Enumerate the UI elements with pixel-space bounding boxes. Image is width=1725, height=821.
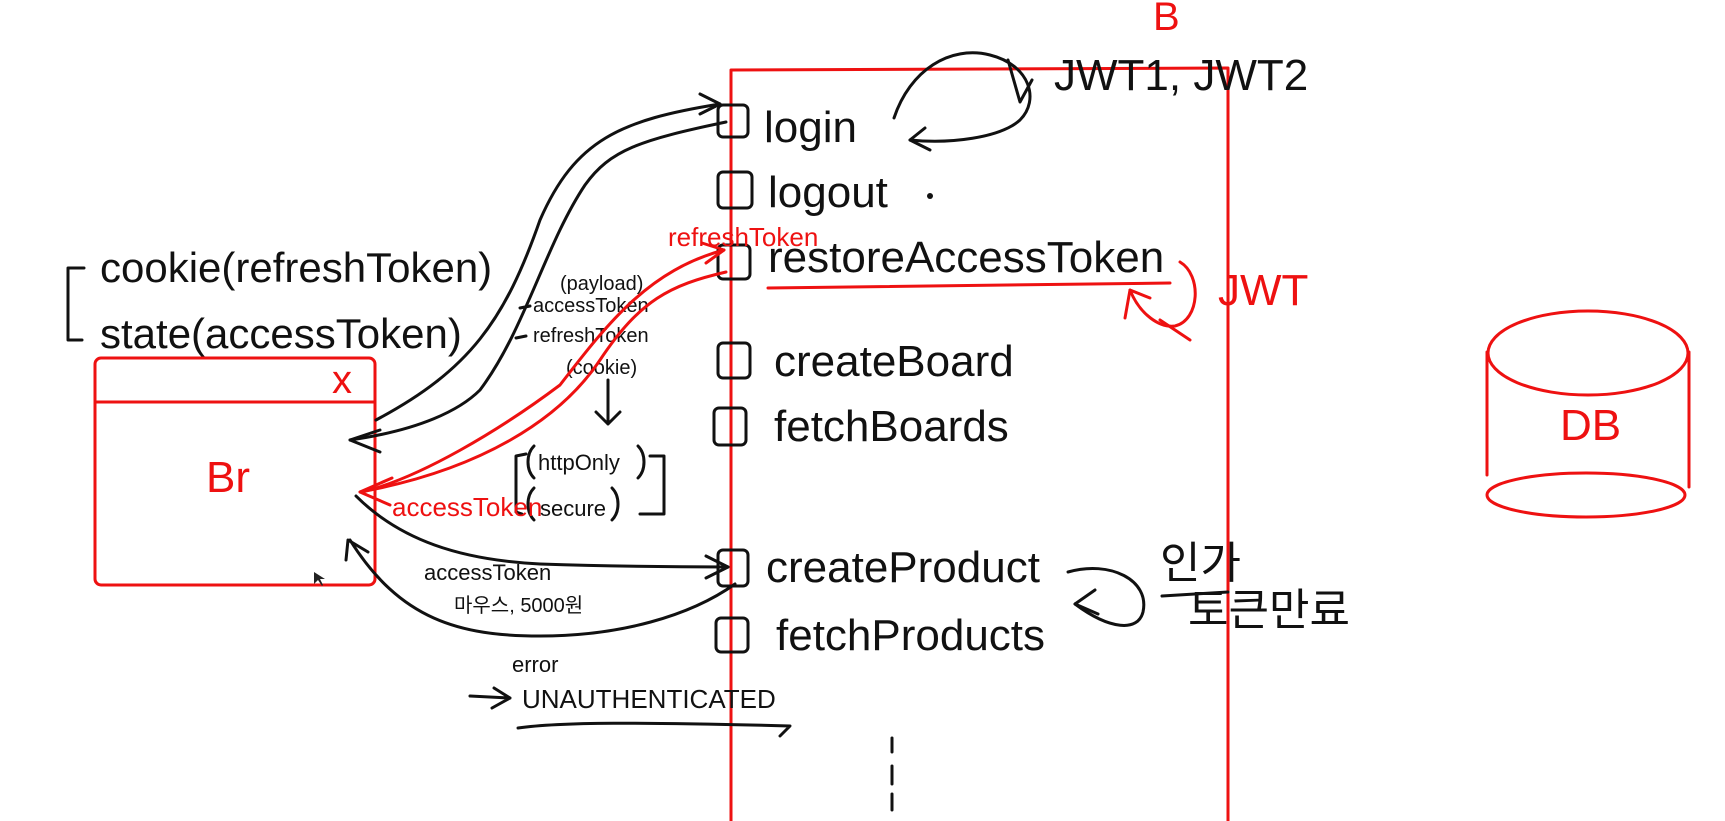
api-item-login: login [764, 103, 857, 152]
red-refresh-token-label: refreshToken [668, 222, 818, 252]
login-response-arrow [348, 120, 728, 442]
error-underline [516, 721, 792, 738]
create-product-request-head [704, 554, 730, 580]
restore-loop-arrow [1128, 260, 1197, 328]
payload-dash-1 [518, 304, 532, 310]
fetch-products-checkbox[interactable] [714, 616, 750, 654]
restore-request-arrow [360, 248, 726, 494]
browser-window [93, 356, 377, 587]
jwt-label: JWT [1218, 266, 1308, 315]
login-checkbox[interactable] [716, 103, 750, 139]
payload-access-token: accessToken [533, 295, 649, 317]
browser-label: Br [206, 453, 250, 502]
authz-loop-arrow [1066, 567, 1146, 627]
jwt-pair-tick [1006, 58, 1034, 104]
jwt-loop-head [908, 126, 932, 152]
api-item-fetch-boards: fetchBoards [774, 402, 1009, 451]
payload-dash-2 [514, 334, 528, 340]
jwt-loop-arrow [892, 51, 1032, 143]
cookie-down-arrow [594, 378, 622, 426]
restore-response-arrow [358, 270, 728, 494]
secure-parens [526, 486, 620, 522]
create-board-checkbox[interactable] [716, 341, 752, 380]
fetch-boards-checkbox[interactable] [712, 406, 748, 447]
api-item-create-board: createBoard [774, 337, 1014, 386]
authz-label: 인가 [1160, 539, 1241, 588]
api-item-restore-access-token: restoreAccessToken [768, 233, 1164, 282]
product-access-token-label: accessToken [424, 560, 551, 585]
restore-underline [766, 281, 1172, 290]
storage-bracket [66, 266, 86, 342]
state-storage-label: state(accessToken) [100, 310, 462, 357]
create-product-response-head [344, 538, 370, 562]
cookie-options-bracket [514, 452, 666, 516]
db-cylinder-top [1486, 309, 1690, 397]
error-label: error [512, 652, 558, 677]
red-access-token-label: accessToken [392, 492, 542, 522]
login-request-head [698, 92, 722, 116]
backend-label: B [1153, 0, 1180, 39]
db-label: DB [1560, 401, 1621, 450]
authz-loop-head [1073, 588, 1100, 616]
create-product-request-arrow [354, 494, 730, 569]
create-product-response-arrow [348, 538, 737, 638]
error-code-label: UNAUTHENTICATED [522, 684, 776, 714]
authz-strike [1160, 590, 1230, 598]
restore-response-head [358, 476, 394, 507]
mouse-pointer-icon [314, 572, 325, 586]
cookie-storage-label: cookie(refreshToken) [100, 244, 492, 291]
db-cylinder-body [1485, 350, 1691, 489]
restore-tail [1158, 318, 1192, 342]
db-cylinder-bottom [1485, 471, 1687, 519]
restore-request-head [700, 241, 726, 265]
product-body-label: 마우스, 5000원 [454, 594, 583, 617]
api-item-create-product: createProduct [766, 543, 1040, 592]
token-expired-label: 토큰만료 [1188, 586, 1350, 635]
restore-checkbox[interactable] [716, 243, 752, 281]
jwt-pair-label: JWT1, JWT2 [1054, 51, 1308, 100]
payload-refresh-token: refreshToken [533, 325, 649, 347]
api-item-fetch-products: fetchProducts [776, 611, 1045, 660]
api-item-logout: logout [768, 168, 888, 217]
http-only-parens [526, 444, 646, 480]
restore-loop-head [1123, 288, 1152, 320]
logout-dot [927, 193, 933, 199]
browser-close-label[interactable]: x [332, 358, 352, 402]
payload-cookie: (cookie) [566, 357, 637, 379]
secure-label: secure [540, 496, 606, 521]
http-only-label: httpOnly [538, 450, 620, 475]
payload-title: (payload) [560, 273, 643, 295]
login-response-head [348, 428, 382, 454]
logout-checkbox[interactable] [716, 170, 754, 210]
error-arrow [468, 686, 512, 710]
login-request-arrow [374, 102, 722, 422]
